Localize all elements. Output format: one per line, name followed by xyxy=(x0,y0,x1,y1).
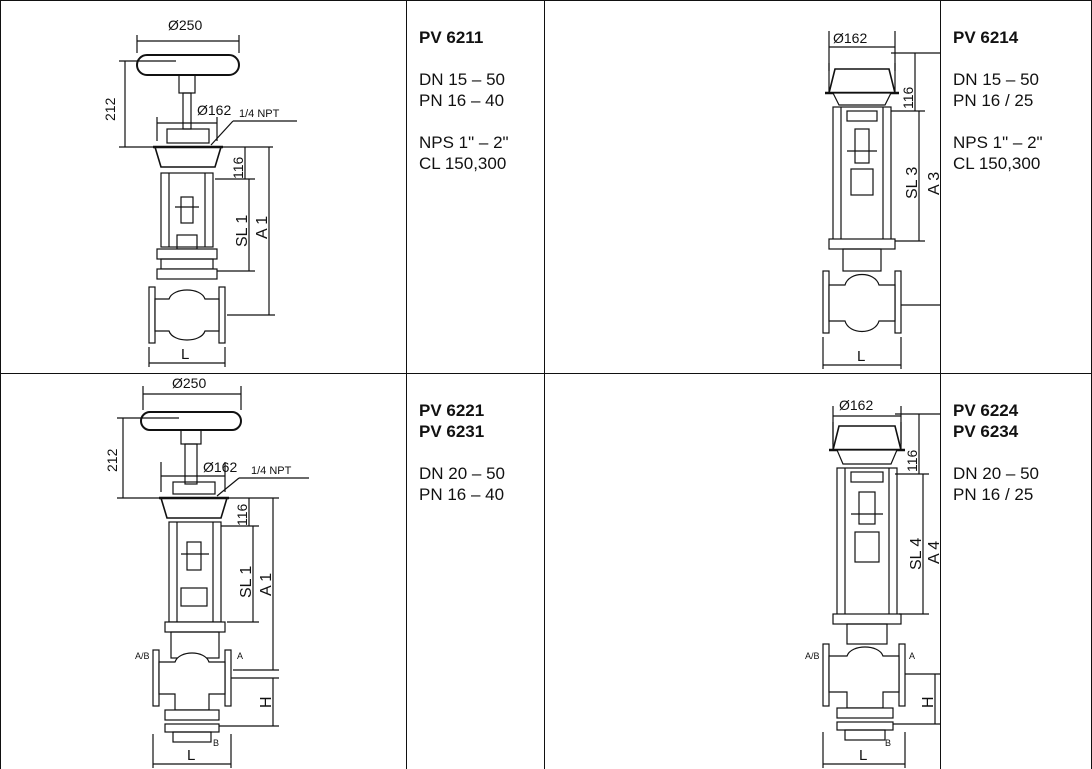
dim-stroke: SL 3 xyxy=(904,167,921,199)
dim-height-212: 212 xyxy=(104,448,120,472)
dim-handwheel-dia: Ø250 xyxy=(172,375,206,391)
spec-dn: DN 20 – 50 xyxy=(953,464,1039,483)
spec-dn: DN 15 – 50 xyxy=(953,70,1039,89)
dim-stroke: SL 4 xyxy=(908,538,925,570)
spec-cl: CL 150,300 xyxy=(419,154,507,173)
port-a-label: A xyxy=(237,651,243,661)
port-b-label: B xyxy=(885,738,891,748)
model-label: PV 6211 xyxy=(419,28,484,47)
port-label: 1/4 NPT xyxy=(251,465,292,477)
dim-yoke: 116 xyxy=(230,156,246,179)
spec-pn: PN 16 / 25 xyxy=(953,485,1034,504)
model-label: PV 6224 xyxy=(953,401,1019,420)
dim-overall: A 3 xyxy=(926,172,940,195)
dim-yoke: 116 xyxy=(900,86,916,109)
dim-length: L xyxy=(857,348,865,365)
spec-pn: PN 16 / 25 xyxy=(953,91,1034,110)
spec-dn: DN 20 – 50 xyxy=(419,464,505,483)
dim-stroke: SL 1 xyxy=(234,215,251,247)
port-label: 1/4 NPT xyxy=(239,108,280,120)
dim-yoke: 116 xyxy=(904,449,920,472)
spec-pv6211: PV 6211 DN 15 – 50 PN 16 – 40 NPS 1" – 2… xyxy=(406,0,544,373)
model-label: PV 6231 xyxy=(419,422,485,441)
drawing-pv6221-6231: Ø250 212 Ø162 1/4 NPT xyxy=(0,373,406,769)
drawing-pv6214: Ø162 116 SL 3 xyxy=(544,0,940,373)
model-label: PV 6221 xyxy=(419,401,485,420)
dim-length: L xyxy=(181,346,189,363)
spec-pv6224-6234: PV 6224 PV 6234 DN 20 – 50 PN 16 / 25 xyxy=(940,373,1092,769)
dim-actuator-dia: Ø162 xyxy=(833,30,867,46)
dim-overall: A 4 xyxy=(926,541,940,564)
dim-yoke: 116 xyxy=(234,503,250,526)
dim-overall: A 1 xyxy=(258,573,275,596)
dim-length: L xyxy=(859,747,867,764)
spec-pv6214: PV 6214 DN 15 – 50 PN 16 / 25 NPS 1" – 2… xyxy=(940,0,1092,373)
dim-overall: A 1 xyxy=(254,216,271,239)
port-ab-label: A/B xyxy=(135,651,150,661)
dim-height-212: 212 xyxy=(102,97,118,121)
dim-actuator-dia: Ø162 xyxy=(839,397,873,413)
spec-cl: CL 150,300 xyxy=(953,154,1041,173)
spec-pn: PN 16 – 40 xyxy=(419,91,505,110)
spec-nps: NPS 1" – 2" xyxy=(419,133,509,152)
port-a-label: A xyxy=(909,651,915,661)
port-b-label: B xyxy=(213,738,219,748)
dim-stroke: SL 1 xyxy=(238,566,255,598)
drawing-pv6224-6234: Ø162 116 SL 4 A 4 xyxy=(544,373,940,769)
dim-h: H xyxy=(920,696,937,708)
port-ab-label: A/B xyxy=(805,651,820,661)
spec-nps: NPS 1" – 2" xyxy=(953,133,1043,152)
spec-pv6221-6231: PV 6221 PV 6231 DN 20 – 50 PN 16 – 40 xyxy=(406,373,544,769)
spec-pn: PN 16 – 40 xyxy=(419,485,505,504)
model-label: PV 6214 xyxy=(953,28,1019,47)
spec-dn: DN 15 – 50 xyxy=(419,70,505,89)
dim-h: H xyxy=(258,696,275,708)
model-label: PV 6234 xyxy=(953,422,1019,441)
dim-length: L xyxy=(187,747,195,764)
drawing-pv6211: Ø250 212 Ø162 1/4 NPT xyxy=(0,0,406,373)
dim-actuator-dia: Ø162 xyxy=(203,459,237,475)
dim-handwheel-dia: Ø250 xyxy=(168,17,202,33)
dim-actuator-dia: Ø162 xyxy=(197,102,231,118)
